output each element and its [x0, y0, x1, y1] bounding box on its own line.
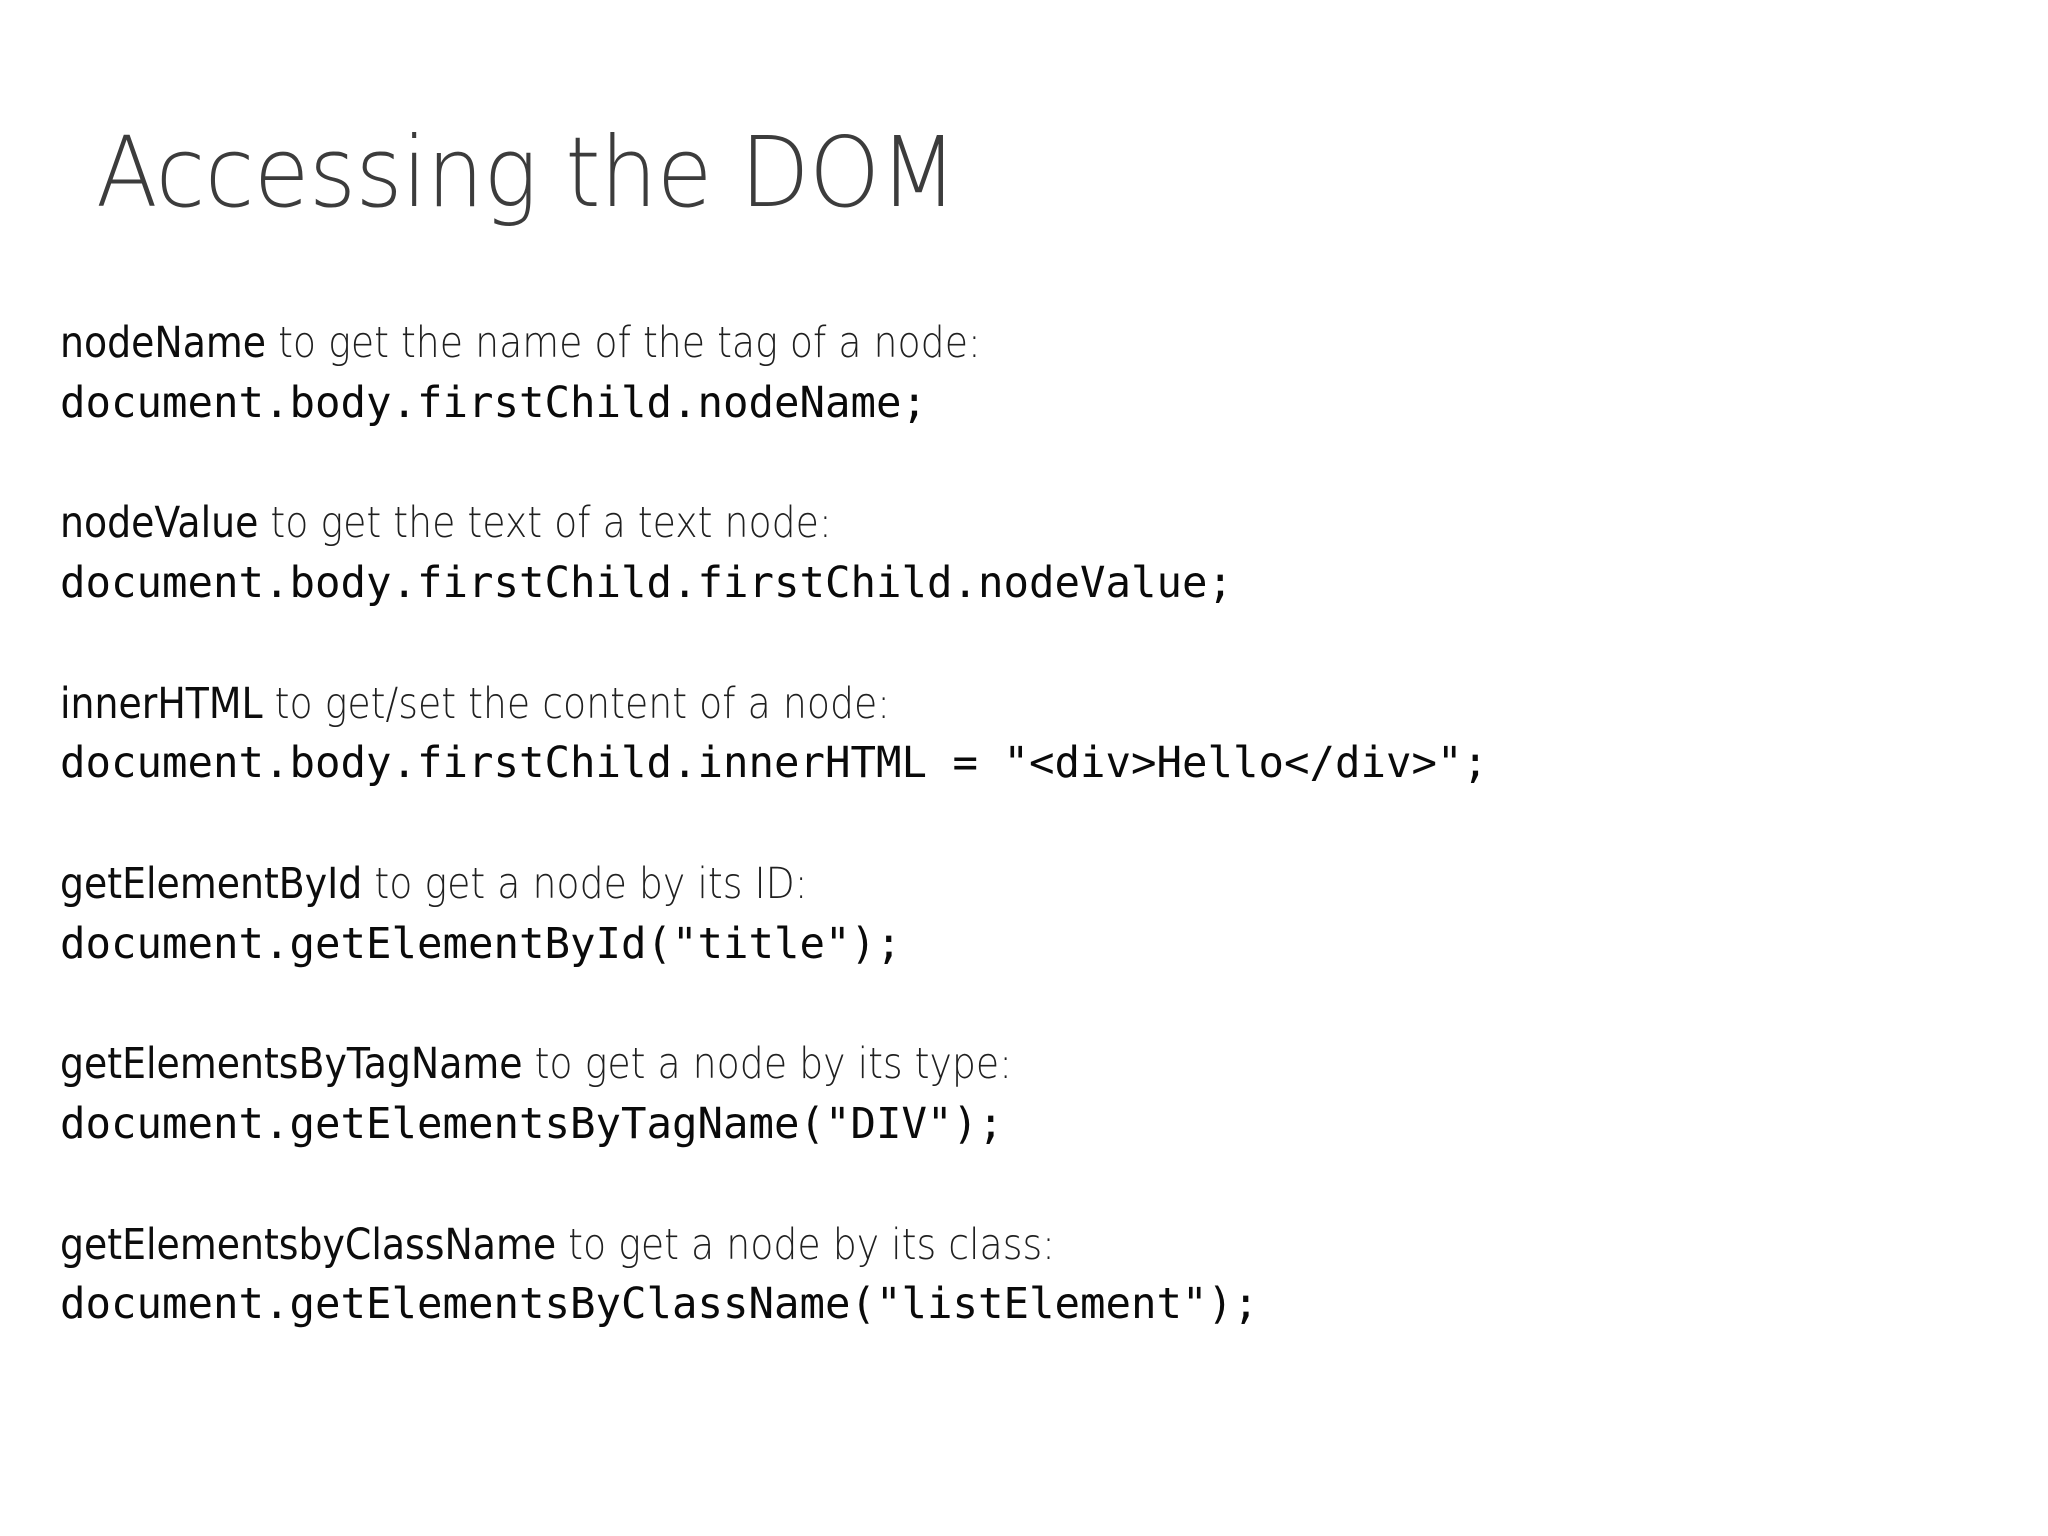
list-item: getElementById to get a node by its ID: …: [60, 859, 2000, 973]
code-sample: document.getElementById("title");: [60, 918, 902, 969]
method-description: to get the text of a text node:: [258, 498, 832, 549]
entry-description-line: innerHTML to get/set the content of a no…: [60, 679, 1767, 730]
code-sample: document.body.firstChild.innerHTML = "<d…: [60, 738, 1489, 789]
method-term: getElementById: [60, 859, 363, 910]
method-term: nodeValue: [60, 498, 259, 549]
entry-description-line: nodeValue to get the text of a text node…: [60, 498, 1767, 549]
method-term: innerHTML: [60, 678, 263, 729]
entry-description-line: getElementsbyClassName to get a node by …: [60, 1220, 1767, 1271]
list-item: innerHTML to get/set the content of a no…: [60, 679, 2000, 793]
method-description: to get a node by its ID:: [362, 859, 808, 910]
list-item: nodeName to get the name of the tag of a…: [60, 318, 2000, 432]
method-description: to get a node by its type:: [522, 1039, 1012, 1090]
code-sample: document.body.firstChild.firstChild.node…: [60, 558, 1233, 609]
page-title: Accessing the DOM: [96, 115, 957, 229]
entry-description-line: nodeName to get the name of the tag of a…: [60, 318, 1767, 369]
method-description: to get the name of the tag of a node:: [266, 318, 981, 368]
dom-methods-list: nodeName to get the name of the tag of a…: [60, 318, 2000, 1334]
list-item: getElementsByTagName to get a node by it…: [60, 1039, 2000, 1153]
code-sample: document.body.firstChild.nodeName;: [60, 377, 928, 428]
method-description: to get a node by its class:: [556, 1219, 1055, 1270]
entry-description-line: getElementById to get a node by its ID:: [60, 859, 1767, 910]
code-sample: document.getElementsByClassName("listEle…: [60, 1279, 1259, 1330]
code-sample: document.getElementsByTagName("DIV");: [60, 1099, 1004, 1150]
list-item: nodeValue to get the text of a text node…: [60, 498, 2000, 612]
method-term: getElementsbyClassName: [60, 1219, 557, 1270]
list-item: getElementsbyClassName to get a node by …: [60, 1220, 2000, 1334]
method-term: nodeName: [60, 318, 267, 368]
method-term: getElementsByTagName: [60, 1039, 523, 1090]
entry-description-line: getElementsByTagName to get a node by it…: [60, 1039, 1767, 1090]
method-description: to get/set the content of a node:: [262, 678, 891, 729]
